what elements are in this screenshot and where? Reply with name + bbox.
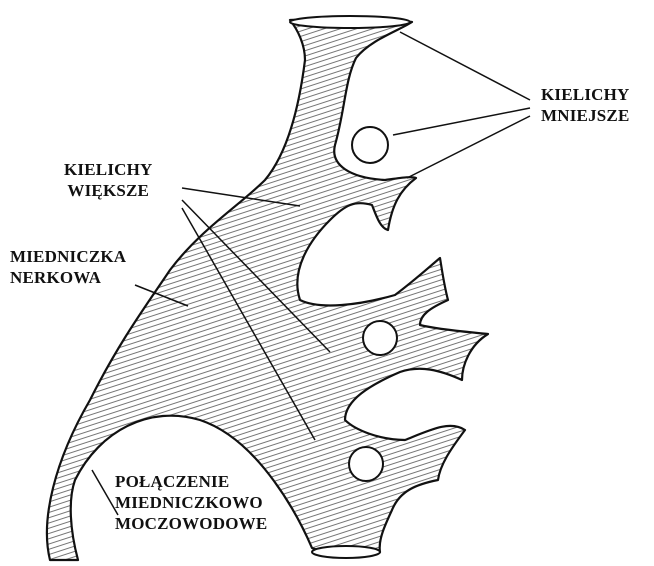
label-ureteropelvic-junction: POŁĄCZENIE MIEDNICZKOWO MOCZOWODOWE <box>115 471 267 534</box>
calyx-bottom-rim <box>312 546 380 558</box>
calyx-circle-middle <box>363 321 397 355</box>
calyx-circle-lower <box>349 447 383 481</box>
label-renal-pelvis: MIEDNICZKA NERKOWA <box>10 246 126 288</box>
label-minor-calyces: KIELICHY MNIEJSZE <box>541 84 630 126</box>
pelvis-body <box>47 19 488 560</box>
label-major-calyces: KIELICHY WIĘKSZE <box>64 159 153 201</box>
calyx-circle-upper <box>352 127 388 163</box>
calyx-top-rim <box>290 16 410 28</box>
